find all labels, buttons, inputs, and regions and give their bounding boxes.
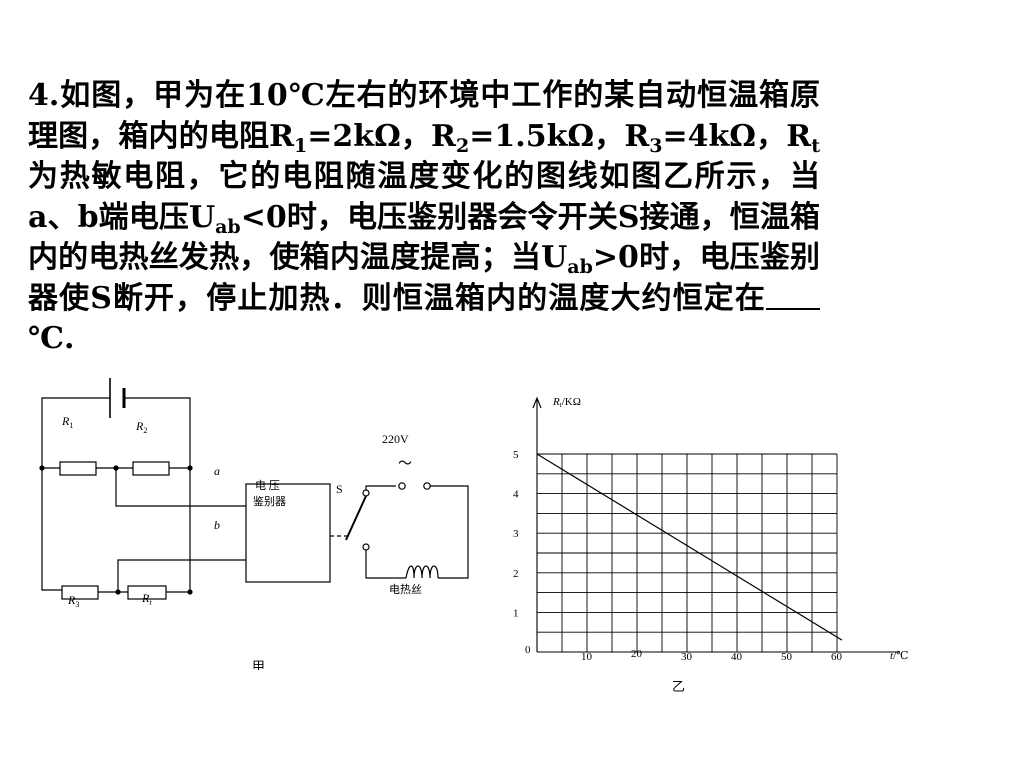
y-tick-label: 1 — [513, 607, 519, 619]
x-tick-label: 20 — [631, 648, 643, 660]
subscript: 2 — [456, 134, 470, 157]
label-switch: S — [336, 482, 343, 496]
label-node-b: b — [214, 518, 220, 532]
circuit-diagram: R1 R2 R3 Rt a b 电 压 鉴别器 S 220V ～ 电热丝 甲 — [39, 378, 469, 670]
question-text-run: 为热敏电阻，它的电阻随温度变化的图线如图乙所示，当a、b端电压U — [28, 159, 820, 235]
question-text-run: =4kΩ，R — [662, 118, 812, 154]
axes — [532, 396, 900, 653]
grid — [537, 453, 838, 652]
question-text: 4.如图，甲为在10℃左右的环境中工作的某自动恒温箱原理图，箱内的电阻R1=2k… — [28, 76, 820, 360]
series-line — [536, 453, 843, 641]
label-rt: Rt — [141, 591, 152, 607]
resistor-r1 — [59, 461, 97, 476]
junction-dot — [187, 465, 193, 471]
switch-contact-bottom — [362, 543, 370, 551]
resistance-temperature-graph: 10 20 30 40 50 60 1 2 3 4 5 Rt/KΩ t/℃ 0 乙 — [513, 396, 908, 694]
y-tick-label: 4 — [513, 489, 519, 501]
lead-a — [115, 468, 246, 507]
question-text-run: =2kΩ，R — [307, 118, 456, 154]
wire-top-right — [124, 397, 191, 468]
switch-contact-top — [362, 489, 370, 497]
label-r2: R2 — [135, 419, 147, 435]
label-r1: R1 — [61, 414, 73, 430]
y-tick-label: 5 — [513, 449, 519, 461]
y-axis-arrow — [532, 396, 542, 409]
answer-blank[interactable] — [766, 282, 820, 310]
question-text-run: ℃. — [28, 321, 75, 356]
label-heater: 电热丝 — [389, 583, 422, 596]
y-tick-label: 3 — [513, 528, 519, 540]
supply-terminal-right — [423, 482, 431, 490]
x-tick-label: 50 — [781, 651, 793, 663]
question-text-run: =1.5kΩ，R — [469, 118, 650, 154]
subscript: t — [811, 134, 820, 157]
x-tick-label: 30 — [681, 651, 693, 663]
switch-blade — [345, 495, 367, 541]
label-node-a: a — [214, 464, 220, 478]
y-tick-label: 2 — [513, 568, 519, 580]
junction-dot — [39, 465, 45, 471]
supply-terminal-left — [398, 482, 406, 490]
x-tick-label: 60 — [831, 651, 843, 663]
label-supply: 220V — [382, 432, 409, 446]
ac-symbol: ～ — [398, 457, 412, 472]
detector-label-2: 鉴别器 — [253, 495, 286, 508]
x-tick-label: 40 — [731, 651, 743, 663]
label-r3: R3 — [67, 593, 79, 609]
wire-left-loop — [41, 397, 110, 591]
resistor-r2 — [132, 461, 170, 476]
y-axis-label: Rt/KΩ — [552, 396, 581, 409]
subscript: 3 — [649, 134, 663, 157]
subscript: 1 — [294, 134, 308, 157]
x-axis-label: t/℃ — [890, 650, 908, 662]
caption-jia: 甲 — [252, 659, 265, 670]
lead-b — [117, 559, 246, 592]
question-text-run: >0时，电压鉴别器使S断开，停止加热．则恒温箱内的温度大约恒定在 — [28, 240, 820, 316]
caption-yi: 乙 — [672, 679, 685, 694]
x-tick-label: 10 — [581, 651, 593, 663]
subscript: ab — [215, 215, 241, 238]
detector-label-1: 电 压 — [255, 479, 280, 492]
junction-dot — [115, 589, 121, 595]
question-text-run: <0时，电压鉴别器会令开关S接通，恒温箱内的电热丝发热，使箱内温度提高；当U — [28, 199, 820, 276]
origin-label: 0 — [525, 644, 531, 656]
question-text-run: 如图，甲为在10℃左右的环境中工作的某自动恒温箱原理图，箱内的电阻R — [28, 78, 820, 154]
junction-dot — [187, 589, 193, 595]
heater-coil — [405, 565, 439, 579]
voltage-detector-box — [245, 483, 331, 583]
junction-dot — [113, 465, 119, 471]
question-number: 4. — [28, 78, 60, 113]
subscript: ab — [567, 256, 593, 278]
